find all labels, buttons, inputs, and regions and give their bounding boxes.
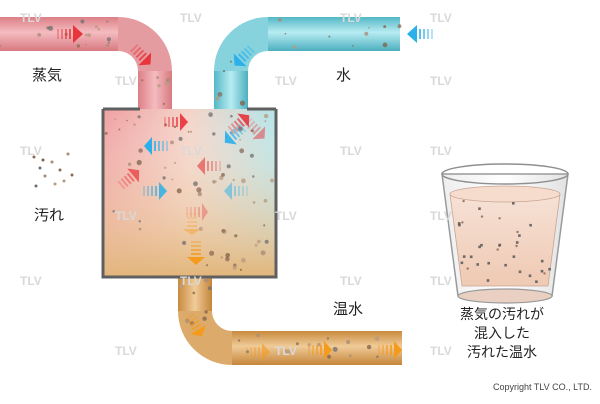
watermark-text: TLV <box>180 144 202 158</box>
hot-water-arrow-icon <box>187 241 205 265</box>
hot-water-arrow-icon <box>308 341 332 359</box>
water-arrow-icon <box>144 137 168 155</box>
watermark-text: TLV <box>115 209 137 223</box>
caption-line-1: 蒸気の汚れが <box>460 307 544 323</box>
steam-arrow-icon <box>197 157 221 175</box>
watermark-text: TLV <box>275 74 297 88</box>
watermark-text: TLV <box>20 11 42 25</box>
hot-water-arrow-icon <box>246 343 270 361</box>
water-label: 水 <box>336 66 352 84</box>
water-arrow-icon <box>407 25 433 43</box>
watermark-text: TLV <box>430 344 452 358</box>
mixing-tank <box>101 107 278 279</box>
watermark-text: TLV <box>20 274 42 288</box>
hot-water-arrow-icon <box>183 213 201 235</box>
flow-arrows <box>57 25 433 361</box>
hot-water-arrow-icon <box>185 313 206 337</box>
watermark-text: TLV <box>430 11 452 25</box>
watermark-text: TLV <box>430 74 452 88</box>
watermark-text: TLV <box>115 344 137 358</box>
watermark-text: TLV <box>180 11 202 25</box>
watermark-text: TLV <box>20 144 42 158</box>
hot-water-label: 温水 <box>333 300 364 318</box>
steam-arrow-icon <box>227 113 250 135</box>
copyright-notice: Copyright TLV CO., LTD. <box>492 382 592 392</box>
watermark-text: TLV <box>340 144 362 158</box>
steam-label: 蒸気 <box>32 66 63 84</box>
watermark-text: TLV <box>275 209 297 223</box>
caption-line-2: 混入した <box>474 326 530 342</box>
dirt-particles <box>0 18 402 359</box>
dirt-label: 汚れ <box>34 206 65 224</box>
steam-arrow-icon <box>186 203 208 221</box>
watermark-text: TLV <box>275 344 297 358</box>
steam-arrow-icon <box>117 168 140 190</box>
glass-caption: 蒸気の汚れが 混入した 汚れた温水 <box>432 306 572 363</box>
steam-pipe <box>0 17 172 111</box>
watermark-text: TLV <box>430 209 452 223</box>
hot-water-arrow-icon <box>378 341 402 359</box>
steam-arrow-icon <box>243 117 266 140</box>
glass-icon <box>441 163 569 304</box>
watermark-text: TLV <box>340 11 362 25</box>
water-arrow-icon <box>233 44 256 67</box>
watermark-text: TLV <box>430 274 452 288</box>
watermark: TLV TLV TLV TLV TLV TLV TLV TLV TLV TLV TLV TLV TLV T… <box>20 11 452 358</box>
watermark-text: TLV <box>340 274 362 288</box>
steam-arrow-icon <box>57 25 83 43</box>
water-arrow-icon <box>224 123 247 145</box>
caption-line-3: 汚れた温水 <box>467 345 537 361</box>
steam-arrow-icon <box>164 113 188 131</box>
watermark-text: TLV <box>115 74 137 88</box>
dirt-particle-icon <box>32 152 74 188</box>
watermark-text: TLV <box>430 144 452 158</box>
water-arrow-icon <box>143 182 167 200</box>
water-arrow-icon <box>224 182 248 200</box>
watermark-text: TLV <box>180 274 202 288</box>
